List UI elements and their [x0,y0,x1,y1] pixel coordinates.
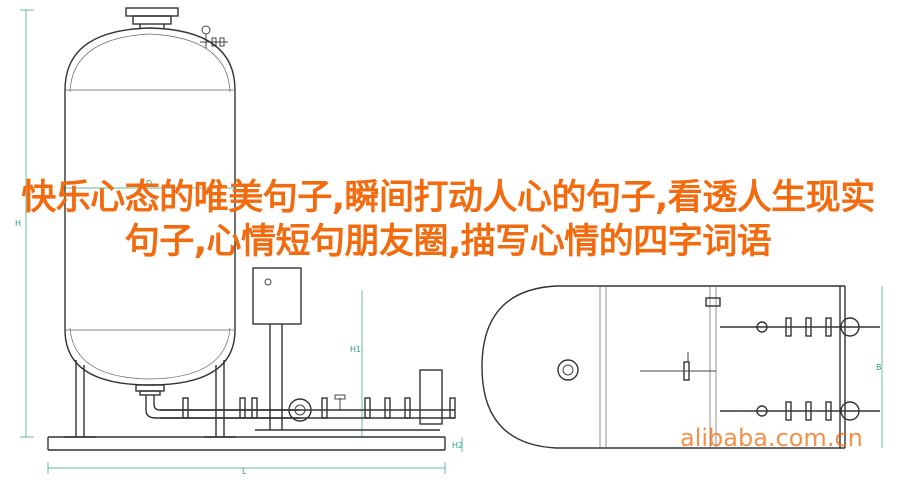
vertical-tank [64,7,300,438]
page-title: 快乐心态的唯美句子,瞬间打动人心的句子,看透人生现实句子,心情短句朋友圈,描写心… [21,178,875,262]
dimension-lines-left: H D H1 H2 L [15,9,463,476]
watermark: alibaba.com.cn [680,424,863,452]
side-view-vessel: B [481,285,883,449]
dim-label-diameter: D [146,179,152,188]
dim-label-breadth: B [876,363,882,372]
dim-label-h2: H2 [452,441,463,450]
dim-label-length: L [242,467,247,476]
dim-label-height: H [15,219,21,228]
control-box-and-piping [47,267,456,451]
dim-label-h1: H1 [350,345,361,354]
